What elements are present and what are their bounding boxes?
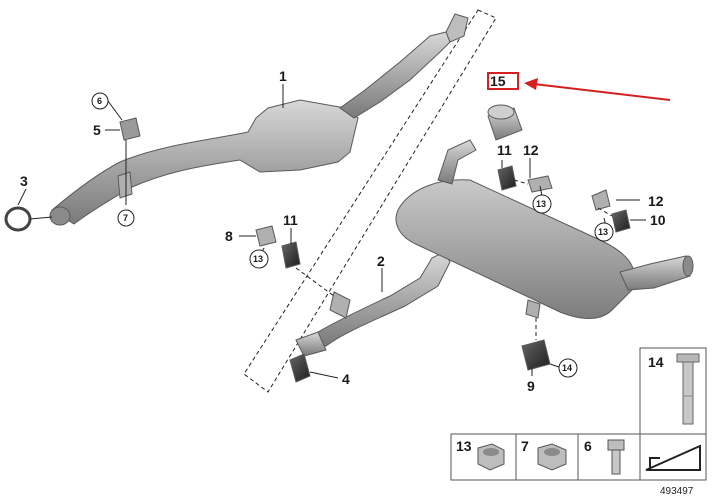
callout-15[interactable]: 15 xyxy=(490,73,506,89)
legend-item-6: 6 xyxy=(584,438,592,454)
callout-11-lower[interactable]: 11 xyxy=(283,212,298,228)
callout-7[interactable]: 7 xyxy=(123,213,128,223)
legend-item-13: 13 xyxy=(456,438,472,454)
highlight-box xyxy=(487,72,519,90)
rubber-mounts xyxy=(119,117,631,383)
center-pipe xyxy=(295,251,451,357)
callout-8[interactable]: 8 xyxy=(225,228,233,244)
callout-1[interactable]: 1 xyxy=(279,68,287,84)
callout-5[interactable]: 5 xyxy=(93,122,101,138)
callout-2[interactable]: 2 xyxy=(377,253,385,269)
callout-13-upper[interactable]: 13 xyxy=(536,199,546,209)
rear-silencer xyxy=(395,139,694,319)
legend-hardware-row: 13 7 6 xyxy=(450,433,707,481)
highlight-arrow xyxy=(533,83,671,101)
tailpipe-trim xyxy=(487,104,523,141)
callout-12-right[interactable]: 12 xyxy=(648,193,664,209)
callout-10[interactable]: 10 xyxy=(650,212,666,228)
highlight-arrowhead xyxy=(524,78,538,90)
legend-item-7: 7 xyxy=(521,438,529,454)
clamp-part xyxy=(4,206,53,232)
section-divider-dashed xyxy=(243,9,497,393)
legend-bolt: 14 xyxy=(639,347,707,435)
callout-4[interactable]: 4 xyxy=(342,371,350,387)
legend-bolt-label: 14 xyxy=(648,354,664,370)
callout-3[interactable]: 3 xyxy=(20,173,28,189)
callout-11-upper[interactable]: 11 xyxy=(497,142,512,158)
callout-14-circle[interactable]: 14 xyxy=(562,363,572,373)
callout-13-right[interactable]: 13 xyxy=(598,227,608,237)
callout-13-left[interactable]: 13 xyxy=(253,254,263,264)
front-pipe-with-catalyst xyxy=(49,13,469,226)
callout-6[interactable]: 6 xyxy=(97,96,102,106)
callout-12-upper[interactable]: 12 xyxy=(523,142,539,158)
document-number: 493497 xyxy=(660,486,694,497)
legend-wedge-icon xyxy=(645,444,701,471)
callout-9[interactable]: 9 xyxy=(527,378,535,394)
brackets xyxy=(117,171,611,319)
